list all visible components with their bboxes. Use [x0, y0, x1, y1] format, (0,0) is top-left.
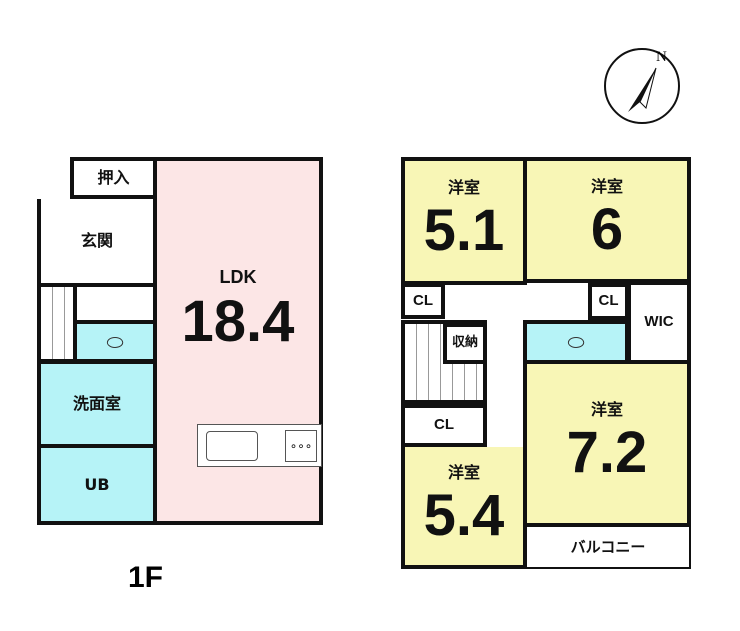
ldk-label: LDK	[219, 267, 257, 288]
stairs	[37, 283, 77, 363]
room-toilet-2f: ⬭	[523, 320, 629, 364]
ub-label: UB	[84, 474, 110, 494]
closet: CL	[401, 404, 487, 447]
room-toilet-1f: ⬭	[73, 320, 157, 363]
room-genkan: 玄関	[37, 199, 157, 287]
room-western-5-1: 洋室 5.1	[401, 157, 527, 285]
compass-arrow-icon	[628, 67, 657, 112]
room-senmen: 洗面室	[37, 360, 157, 448]
cl-label: CL	[598, 292, 619, 310]
shuno-label: 収納	[451, 335, 478, 351]
room-size: 5.4	[423, 482, 505, 548]
balcony-label: バルコニー	[570, 537, 646, 556]
storage: 収納	[443, 323, 487, 364]
oshiire-label: 押入	[97, 168, 130, 187]
room-western-7-2: 洋室 7.2	[523, 364, 691, 527]
room-size: 6	[590, 196, 624, 262]
cl-label: CL	[413, 291, 433, 309]
toilet-icon: ⬭	[567, 330, 585, 354]
room-size: 7.2	[566, 420, 648, 486]
room-name: 洋室	[590, 176, 623, 196]
room-name: 洋室	[590, 400, 623, 420]
ldk-size: 18.4	[181, 288, 295, 354]
floor-label-1f: 1F	[128, 561, 164, 594]
room-ub: UB	[37, 444, 157, 525]
senmen-label: 洗面室	[72, 394, 121, 413]
room-oshiire: 押入	[70, 157, 157, 199]
toilet-icon: ⬭	[106, 329, 124, 354]
compass-north-label: N	[656, 49, 667, 65]
room-western-5-4: 洋室 5.4	[401, 447, 527, 569]
compass: N	[604, 48, 680, 124]
closet: CL	[588, 283, 629, 320]
balcony: バルコニー	[527, 527, 691, 569]
genkan-label: 玄関	[80, 231, 113, 250]
closet: CL	[401, 283, 445, 319]
wic-label: WIC	[644, 313, 674, 331]
stove-icon: ∘∘∘	[285, 430, 317, 462]
room-western-6: 洋室 6	[523, 157, 691, 283]
kitchen-counter: ∘∘∘	[197, 424, 322, 467]
room-ldk: LDK 18.4	[153, 157, 323, 525]
room-name: 洋室	[447, 177, 480, 197]
room-size: 5.1	[423, 197, 505, 263]
sink-icon	[206, 431, 258, 461]
room-wic: WIC	[627, 281, 691, 364]
cl-label: CL	[434, 416, 454, 434]
room-name: 洋室	[447, 462, 480, 482]
